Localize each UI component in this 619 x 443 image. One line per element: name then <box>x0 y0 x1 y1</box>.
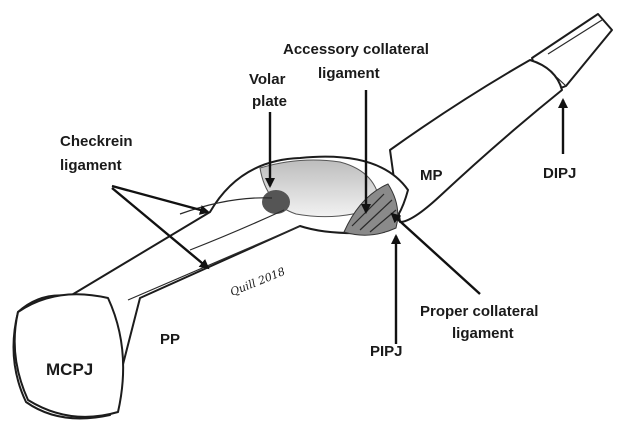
middle-phalanx <box>390 60 562 222</box>
label-mp: MP <box>420 167 443 184</box>
label-dipj: DIPJ <box>543 165 576 182</box>
label-checkrein-line1: Checkrein <box>60 133 133 150</box>
label-checkrein-line2: ligament <box>60 157 122 174</box>
label-pp: PP <box>160 331 180 348</box>
label-proper-collateral-line1: Proper collateral <box>420 303 538 320</box>
label-volar-plate-line2: plate <box>252 93 287 110</box>
arrow-proper-collateral <box>392 214 480 294</box>
label-volar-plate-line1: Volar <box>249 71 286 88</box>
label-pipj: PIPJ <box>370 343 403 360</box>
label-accessory-collateral-line1: Accessory collateral <box>283 41 429 58</box>
volar-plate-recess <box>262 190 290 214</box>
label-mcpj: MCPJ <box>46 360 93 379</box>
label-accessory-collateral-line2: ligament <box>318 65 380 82</box>
artist-signature: Quill 2018 <box>228 265 287 299</box>
label-proper-collateral-line2: ligament <box>452 325 514 342</box>
mcp-base <box>15 294 123 417</box>
